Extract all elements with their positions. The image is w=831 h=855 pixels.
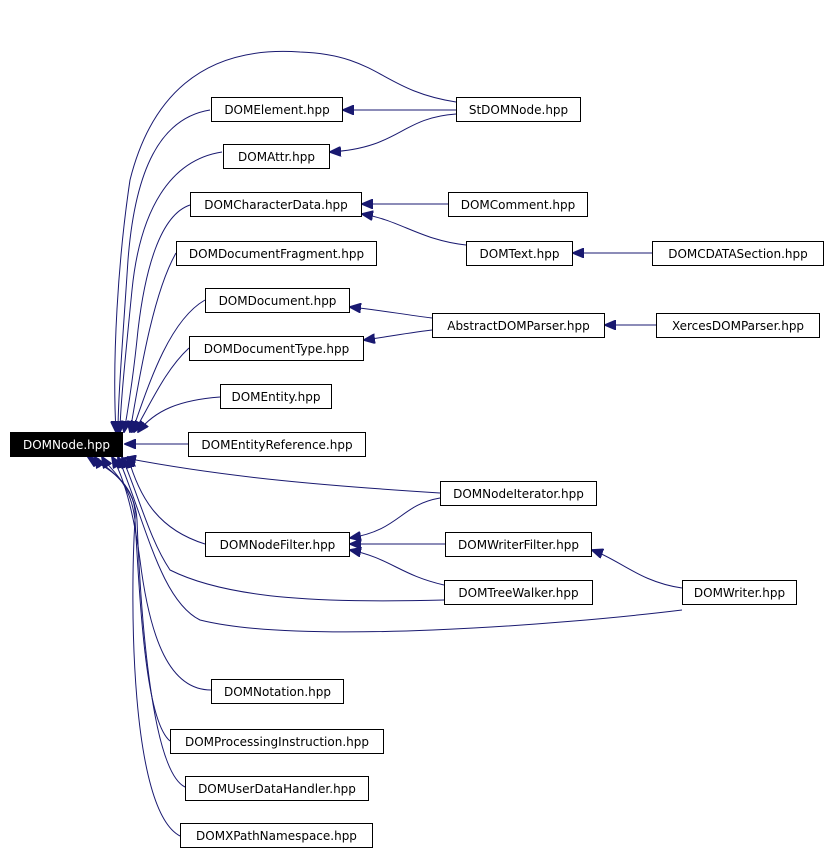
node-domtext[interactable]: DOMText.hpp	[466, 241, 573, 266]
edge-domprocessinginstruction-to-domnode	[102, 457, 171, 742]
node-domentity[interactable]: DOMEntity.hpp	[220, 384, 332, 409]
edge-domcharacterdata-to-domnode	[124, 204, 191, 432]
edge-domxpathnamespace-to-domnode	[88, 457, 181, 837]
edge-stdomnode-to-domnode	[115, 50, 457, 432]
edge-domnodeiterator-to-domnodefilter	[350, 497, 441, 538]
edge-stdomnode-to-domattr	[330, 113, 457, 152]
edge-domdocument-to-domnode	[132, 299, 206, 432]
node-domprocessinginstruction[interactable]: DOMProcessingInstruction.hpp	[170, 729, 384, 754]
node-domnodefilter[interactable]: DOMNodeFilter.hpp	[205, 532, 350, 557]
edge-domdocumentfragment-to-domnode	[130, 252, 177, 432]
node-domxpathnamespace[interactable]: DOMXPathNamespace.hpp	[180, 823, 373, 848]
edge-domwriter-to-domwriterfilter	[592, 550, 683, 589]
node-stdomnode[interactable]: StDOMNode.hpp	[456, 97, 581, 122]
node-abstractdomparser[interactable]: AbstractDOMParser.hpp	[432, 313, 605, 338]
edge-domtreewalker-to-domnode	[122, 457, 445, 602]
edge-domnodefilter-to-domnode	[128, 457, 206, 545]
edge-domtreewalker-to-domnodefilter	[350, 550, 445, 586]
node-domwriter[interactable]: DOMWriter.hpp	[682, 580, 797, 605]
node-domuserdatahandler[interactable]: DOMUserDataHandler.hpp	[185, 776, 369, 801]
node-domelement[interactable]: DOMElement.hpp	[211, 97, 343, 122]
node-domdocumenttype[interactable]: DOMDocumentType.hpp	[189, 336, 364, 361]
edge-domattr-to-domnode	[120, 151, 223, 432]
edge-abstractdomparser-to-domdocumenttype	[364, 329, 433, 340]
edge-domnotation-to-domnode	[112, 457, 212, 691]
node-xercesdomparser[interactable]: XercesDOMParser.hpp	[656, 313, 820, 338]
edge-abstractdomparser-to-domdocument	[350, 307, 433, 319]
node-domcomment[interactable]: DOMComment.hpp	[448, 192, 588, 217]
node-domnotation[interactable]: DOMNotation.hpp	[211, 679, 344, 704]
node-domcdatasection[interactable]: DOMCDATASection.hpp	[652, 241, 824, 266]
node-domdocument[interactable]: DOMDocument.hpp	[205, 288, 350, 313]
node-domnodeiterator[interactable]: DOMNodeIterator.hpp	[440, 481, 597, 506]
edge-domwriter-to-domnode	[118, 457, 683, 633]
node-domnode[interactable]: DOMNode.hpp	[10, 432, 123, 457]
node-domentityreference[interactable]: DOMEntityReference.hpp	[188, 432, 366, 457]
node-domtreewalker[interactable]: DOMTreeWalker.hpp	[444, 580, 593, 605]
edge-domelement-to-domnode	[118, 109, 211, 432]
node-domwriterfilter[interactable]: DOMWriterFilter.hpp	[445, 532, 592, 557]
node-domcharacterdata[interactable]: DOMCharacterData.hpp	[190, 192, 362, 217]
edge-domentity-to-domnode	[138, 396, 221, 432]
node-domattr[interactable]: DOMAttr.hpp	[223, 144, 330, 169]
edge-domdocumenttype-to-domnode	[134, 347, 190, 432]
edge-domtext-to-domcharacterdata	[362, 214, 467, 246]
node-domdocumentfragment[interactable]: DOMDocumentFragment.hpp	[176, 241, 377, 266]
edge-domnodeiterator-to-domnode	[125, 458, 441, 494]
